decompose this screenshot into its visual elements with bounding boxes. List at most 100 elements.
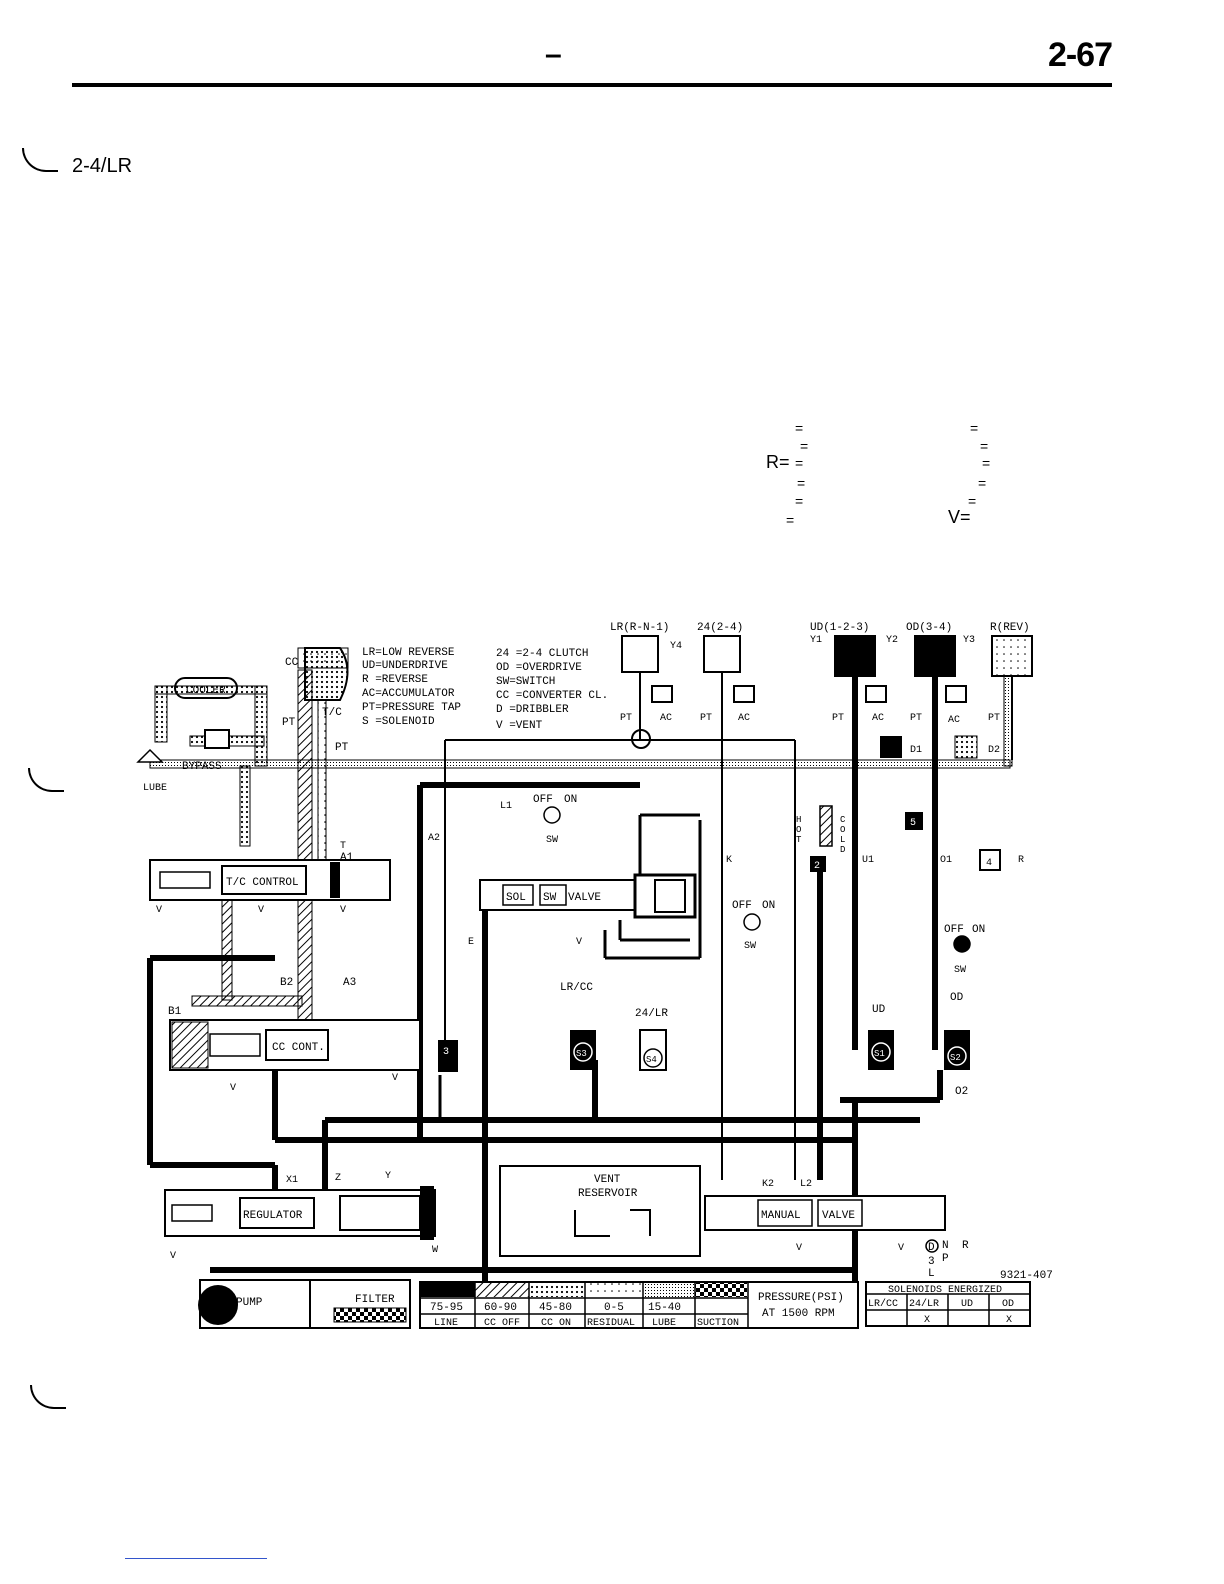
svg-text:T: T — [340, 841, 346, 852]
vent-label: VENT — [594, 1174, 621, 1186]
svg-text:S1: S1 — [874, 1049, 885, 1059]
bypass-valve — [204, 729, 230, 749]
pressure-subtitle: AT 1500 RPM — [762, 1308, 835, 1320]
legend-abbrev: D =DRIBBLER — [496, 704, 569, 716]
solenoid-s1 — [871, 1042, 891, 1062]
svg-text:Y1: Y1 — [810, 635, 822, 646]
svg-text:5: 5 — [910, 818, 916, 829]
svg-text:V: V — [392, 1073, 398, 1084]
svg-text:K: K — [726, 855, 732, 866]
figure-id: 9321-407 — [1000, 1270, 1053, 1282]
legend-abbrev: PT=PRESSURE TAP — [362, 702, 461, 714]
switch-k — [743, 913, 761, 931]
legend-abbrev: SW=SWITCH — [496, 676, 555, 688]
solenoids-table-header: UD — [961, 1299, 973, 1310]
gear-position: D — [928, 1242, 935, 1254]
svg-text:ON: ON — [564, 794, 577, 806]
svg-text:Z: Z — [335, 1173, 341, 1184]
svg-text:D1: D1 — [910, 745, 922, 756]
reverse-clutch — [991, 635, 1033, 677]
solenoid-label-24: 24/LR — [635, 1008, 668, 1020]
svg-text:X1: X1 — [286, 1175, 298, 1186]
svg-text:4: 4 — [986, 858, 992, 869]
svg-text:PT: PT — [700, 713, 712, 724]
cc-label: CC — [285, 657, 299, 669]
svg-text:S2: S2 — [950, 1053, 961, 1063]
legend-abbrev: S =SOLENOID — [362, 716, 435, 728]
reservoir-label: RESERVOIR — [578, 1188, 638, 1200]
svg-text:O1: O1 — [940, 855, 952, 866]
gear-position: L — [928, 1268, 935, 1280]
pressure-range: 45-80 — [539, 1302, 572, 1314]
pressure-name: CC OFF — [484, 1318, 520, 1329]
pressure-name: SUCTION — [697, 1318, 739, 1329]
svg-text:AC: AC — [660, 713, 672, 724]
legend-abbrev: CC =CONVERTER CL. — [496, 690, 608, 702]
pressure-title: PRESSURE(PSI) — [758, 1292, 844, 1304]
sol-label: SOL — [506, 892, 526, 904]
svg-text:S4: S4 — [646, 1055, 657, 1065]
svg-text:C: C — [840, 815, 846, 825]
svg-text:AC: AC — [738, 713, 750, 724]
svg-text:SW: SW — [954, 965, 966, 976]
pump-label: PUMP — [236, 1297, 263, 1309]
legend-abbrev: AC=ACCUMULATOR — [362, 688, 455, 700]
lube-label: LUBE — [143, 783, 167, 794]
switch-od — [953, 935, 971, 953]
equals-label-r: R= — [766, 452, 790, 472]
regulator-label: REGULATOR — [243, 1210, 303, 1222]
cc-cont-label: CC CONT. — [272, 1042, 325, 1054]
svg-text:V: V — [230, 1083, 236, 1094]
svg-text:SW: SW — [744, 941, 756, 952]
gear-position: N — [942, 1240, 949, 1252]
solenoids-table-header: OD — [1002, 1299, 1014, 1310]
svg-text:ON: ON — [972, 924, 985, 936]
svg-text:V: V — [170, 1251, 176, 1262]
pressure-name: RESIDUAL — [587, 1318, 635, 1329]
svg-text:U1: U1 — [862, 855, 874, 866]
tc-control-label: T/C CONTROL — [226, 877, 299, 889]
legend-abbrev: 24 =2-4 CLUTCH — [496, 648, 588, 660]
pressure-legend: 75-95 60-90 45-80 0-5 15-40 LINE CC OFF … — [419, 1281, 859, 1329]
svg-text:L2: L2 — [800, 1179, 812, 1190]
svg-text:OFF: OFF — [944, 924, 964, 936]
svg-text:V: V — [258, 905, 264, 916]
svg-text:A2: A2 — [428, 833, 440, 844]
torque-converter — [304, 647, 349, 701]
svg-text:Y: Y — [385, 1171, 391, 1182]
thermal-valve — [819, 805, 833, 847]
svg-text:ON: ON — [762, 900, 775, 912]
page-number: 2-67 — [1047, 36, 1113, 74]
solenoid-s3 — [573, 1042, 593, 1062]
equals-label-v: V= — [948, 507, 971, 527]
svg-text:O2: O2 — [955, 1086, 968, 1098]
solenoids-table-header: LR/CC — [868, 1298, 898, 1310]
svg-text:K2: K2 — [762, 1179, 774, 1190]
solenoids-table-value: X — [1006, 1315, 1012, 1326]
pressure-range: 75-95 — [430, 1302, 463, 1314]
svg-text:PT: PT — [832, 713, 844, 724]
svg-text:A3: A3 — [343, 977, 356, 989]
filter-label: FILTER — [355, 1294, 395, 1306]
solenoids-table-header: 24/LR — [909, 1298, 939, 1310]
section-title: 2-4/LR — [72, 155, 133, 177]
svg-text:PT: PT — [335, 742, 349, 754]
pressure-range: 0-5 — [604, 1302, 624, 1314]
svg-text:B2: B2 — [280, 977, 293, 989]
bypass-label: BYPASS — [182, 761, 222, 773]
svg-text:D2: D2 — [988, 745, 1000, 756]
legend-abbrev: LR=LOW REVERSE — [362, 647, 455, 659]
footnote-rule — [125, 1558, 267, 1559]
header-dash: – — [545, 38, 562, 71]
svg-text:A1: A1 — [340, 852, 354, 864]
pressure-name: LUBE — [652, 1318, 676, 1329]
svg-text:L: L — [840, 835, 845, 845]
filter — [333, 1307, 407, 1323]
clutch-label-24: 24(2-4) — [697, 622, 743, 634]
svg-text:R: R — [1018, 855, 1024, 866]
svg-text:SW: SW — [546, 835, 558, 846]
svg-text:PT: PT — [620, 713, 632, 724]
svg-text:PT: PT — [988, 713, 1000, 724]
legend-abbrev: OD =OVERDRIVE — [496, 662, 582, 674]
gear-position: P — [942, 1253, 949, 1265]
